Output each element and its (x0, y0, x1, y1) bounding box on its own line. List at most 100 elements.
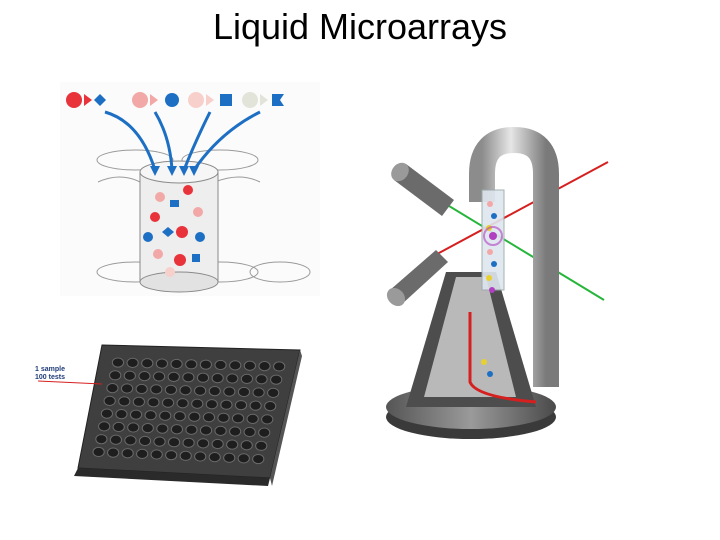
plate-well (156, 423, 169, 434)
plate-well (229, 426, 242, 437)
plate-well (208, 452, 221, 463)
plate-well (226, 439, 239, 450)
plate-well (118, 396, 131, 407)
plate-well (129, 409, 143, 420)
plate-well (165, 450, 178, 461)
plate-well (121, 448, 134, 459)
plate-well (240, 373, 254, 384)
plate-well (179, 450, 192, 461)
plate-well (164, 384, 177, 395)
plate-well (188, 411, 201, 422)
plate-well (267, 387, 280, 399)
plate-well (208, 386, 221, 397)
plate-well (138, 435, 152, 447)
plate-well (98, 421, 111, 432)
plate-well (179, 385, 192, 396)
plate-well (106, 382, 119, 394)
plate-well (211, 372, 224, 384)
plate-well (199, 425, 213, 436)
detector-2 (386, 250, 448, 307)
plate-well (185, 359, 198, 370)
plate-well (141, 358, 154, 369)
microplate-illustration (37, 344, 302, 486)
plate-well (217, 412, 230, 423)
plate-well (150, 384, 163, 395)
plate-well (124, 435, 137, 446)
plate-well (120, 383, 134, 394)
plate-well (147, 397, 160, 408)
plate-well (138, 371, 151, 382)
plate-well (243, 426, 256, 438)
plate-well (214, 359, 227, 371)
particle-stream (481, 201, 497, 377)
slide-title: Liquid Microarrays (212, 6, 508, 47)
plate-well (255, 374, 268, 385)
plate-well (182, 437, 195, 448)
plate-well (144, 410, 157, 421)
flow-cell-illustration (386, 126, 609, 439)
plate-well (240, 440, 253, 451)
plate-well (103, 395, 116, 406)
detector-1 (391, 162, 454, 216)
reagent-row (66, 92, 284, 108)
plate-well (167, 437, 181, 448)
mixing-arrows (104, 110, 261, 171)
plate-well (95, 434, 108, 445)
plate-well (249, 400, 262, 411)
plate-annotation: 1 sample 100 tests (35, 366, 65, 382)
plate-well (252, 387, 265, 398)
plate-well (194, 451, 207, 462)
plate-well (92, 446, 105, 458)
plate-well (112, 421, 125, 433)
bead-mixing-illustration (60, 82, 320, 296)
plate-well (226, 373, 239, 384)
plate-well (220, 399, 233, 410)
red-laser (425, 161, 609, 261)
plate-well (111, 357, 125, 368)
plate-well (135, 383, 148, 395)
central-well (139, 160, 219, 293)
plate-well (211, 438, 224, 450)
plate-well (255, 440, 268, 451)
plate-well (132, 396, 145, 407)
plate-well (223, 452, 236, 463)
plate-well (202, 412, 216, 423)
plate-well (191, 398, 204, 409)
annotation-line-2: 100 tests (35, 374, 65, 381)
plate-well (159, 410, 172, 421)
plate-well (152, 371, 166, 382)
plate-well (196, 372, 210, 383)
plate-well (229, 360, 242, 371)
plate-well (237, 386, 251, 398)
plate-well (107, 447, 120, 458)
plate-well (231, 413, 245, 424)
plate-well (199, 359, 212, 370)
plate-well (161, 397, 175, 408)
plate-well (123, 370, 136, 381)
plate-well (153, 436, 166, 447)
plate-well (194, 385, 207, 396)
plate-well (109, 370, 122, 381)
plate-well (100, 408, 114, 419)
plate-well (264, 401, 277, 412)
plate-well (197, 438, 210, 449)
plate-well (136, 448, 149, 459)
plate-well (141, 422, 154, 434)
plate-well (115, 409, 128, 420)
plate-well (170, 424, 184, 435)
plate-well (205, 399, 218, 410)
plate-well (273, 361, 286, 372)
plate-well (252, 453, 265, 465)
plate-well (150, 449, 163, 460)
plate-well (185, 424, 198, 435)
plate-well (234, 400, 248, 411)
plate-well (126, 357, 139, 369)
beads-in-well (143, 185, 205, 277)
plate-well (173, 411, 186, 422)
plate-well (182, 372, 195, 383)
green-laser (425, 191, 605, 301)
annotation-line-1: 1 sample (35, 366, 65, 373)
plate-well (261, 414, 274, 425)
plate-well (223, 386, 236, 397)
interrogation-point (483, 226, 503, 246)
